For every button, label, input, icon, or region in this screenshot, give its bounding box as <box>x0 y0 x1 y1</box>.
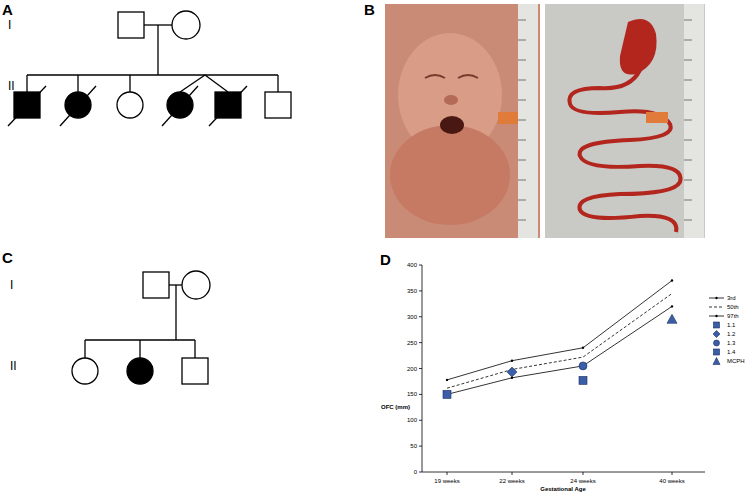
legend-text: 1.1 <box>727 322 735 328</box>
axis-label: 300 <box>407 314 417 320</box>
legend-text: 97th <box>727 313 739 319</box>
generation-label: I <box>8 19 11 31</box>
legend-text: MCPH <box>727 358 745 364</box>
legend-text: 50th <box>727 304 739 310</box>
legend-sample <box>709 348 724 356</box>
legend-text: 1.2 <box>727 331 735 337</box>
axis-label: 150 <box>407 391 417 397</box>
legend-sample <box>709 303 724 311</box>
axis-label: 40 weeks <box>659 478 684 484</box>
axis-label: OFC (mm) <box>381 404 410 410</box>
axis-label: 400 <box>407 262 417 268</box>
legend-sample <box>709 339 724 347</box>
legend-sample <box>709 357 724 365</box>
panel-letter: D <box>380 252 391 267</box>
legend-sample <box>709 294 724 302</box>
panel-letter: C <box>2 250 13 265</box>
axis-label: 350 <box>407 288 417 294</box>
axis-label: 24 weeks <box>570 478 595 484</box>
legend-text: 1.3 <box>727 340 735 346</box>
axis-label: 19 weeks <box>434 478 459 484</box>
axis-label: 22 weeks <box>499 478 524 484</box>
generation-label: II <box>10 360 17 372</box>
axis-label: 50 <box>410 443 417 449</box>
legend-sample <box>709 330 724 338</box>
axis-label: Gestational Age <box>540 486 585 492</box>
axis-label: 0 <box>414 469 417 475</box>
generation-label: I <box>10 279 13 291</box>
legend-sample <box>709 321 724 329</box>
generation-label: II <box>8 80 15 92</box>
axis-label: 200 <box>407 366 417 372</box>
axis-label: 100 <box>407 417 417 423</box>
axis-label: 250 <box>407 340 417 346</box>
legend-text: 3rd <box>727 295 736 301</box>
legend-sample <box>709 312 724 320</box>
panel-letter: A <box>2 2 13 17</box>
panel-letter: B <box>364 2 375 17</box>
legend-text: 1.4 <box>727 349 735 355</box>
